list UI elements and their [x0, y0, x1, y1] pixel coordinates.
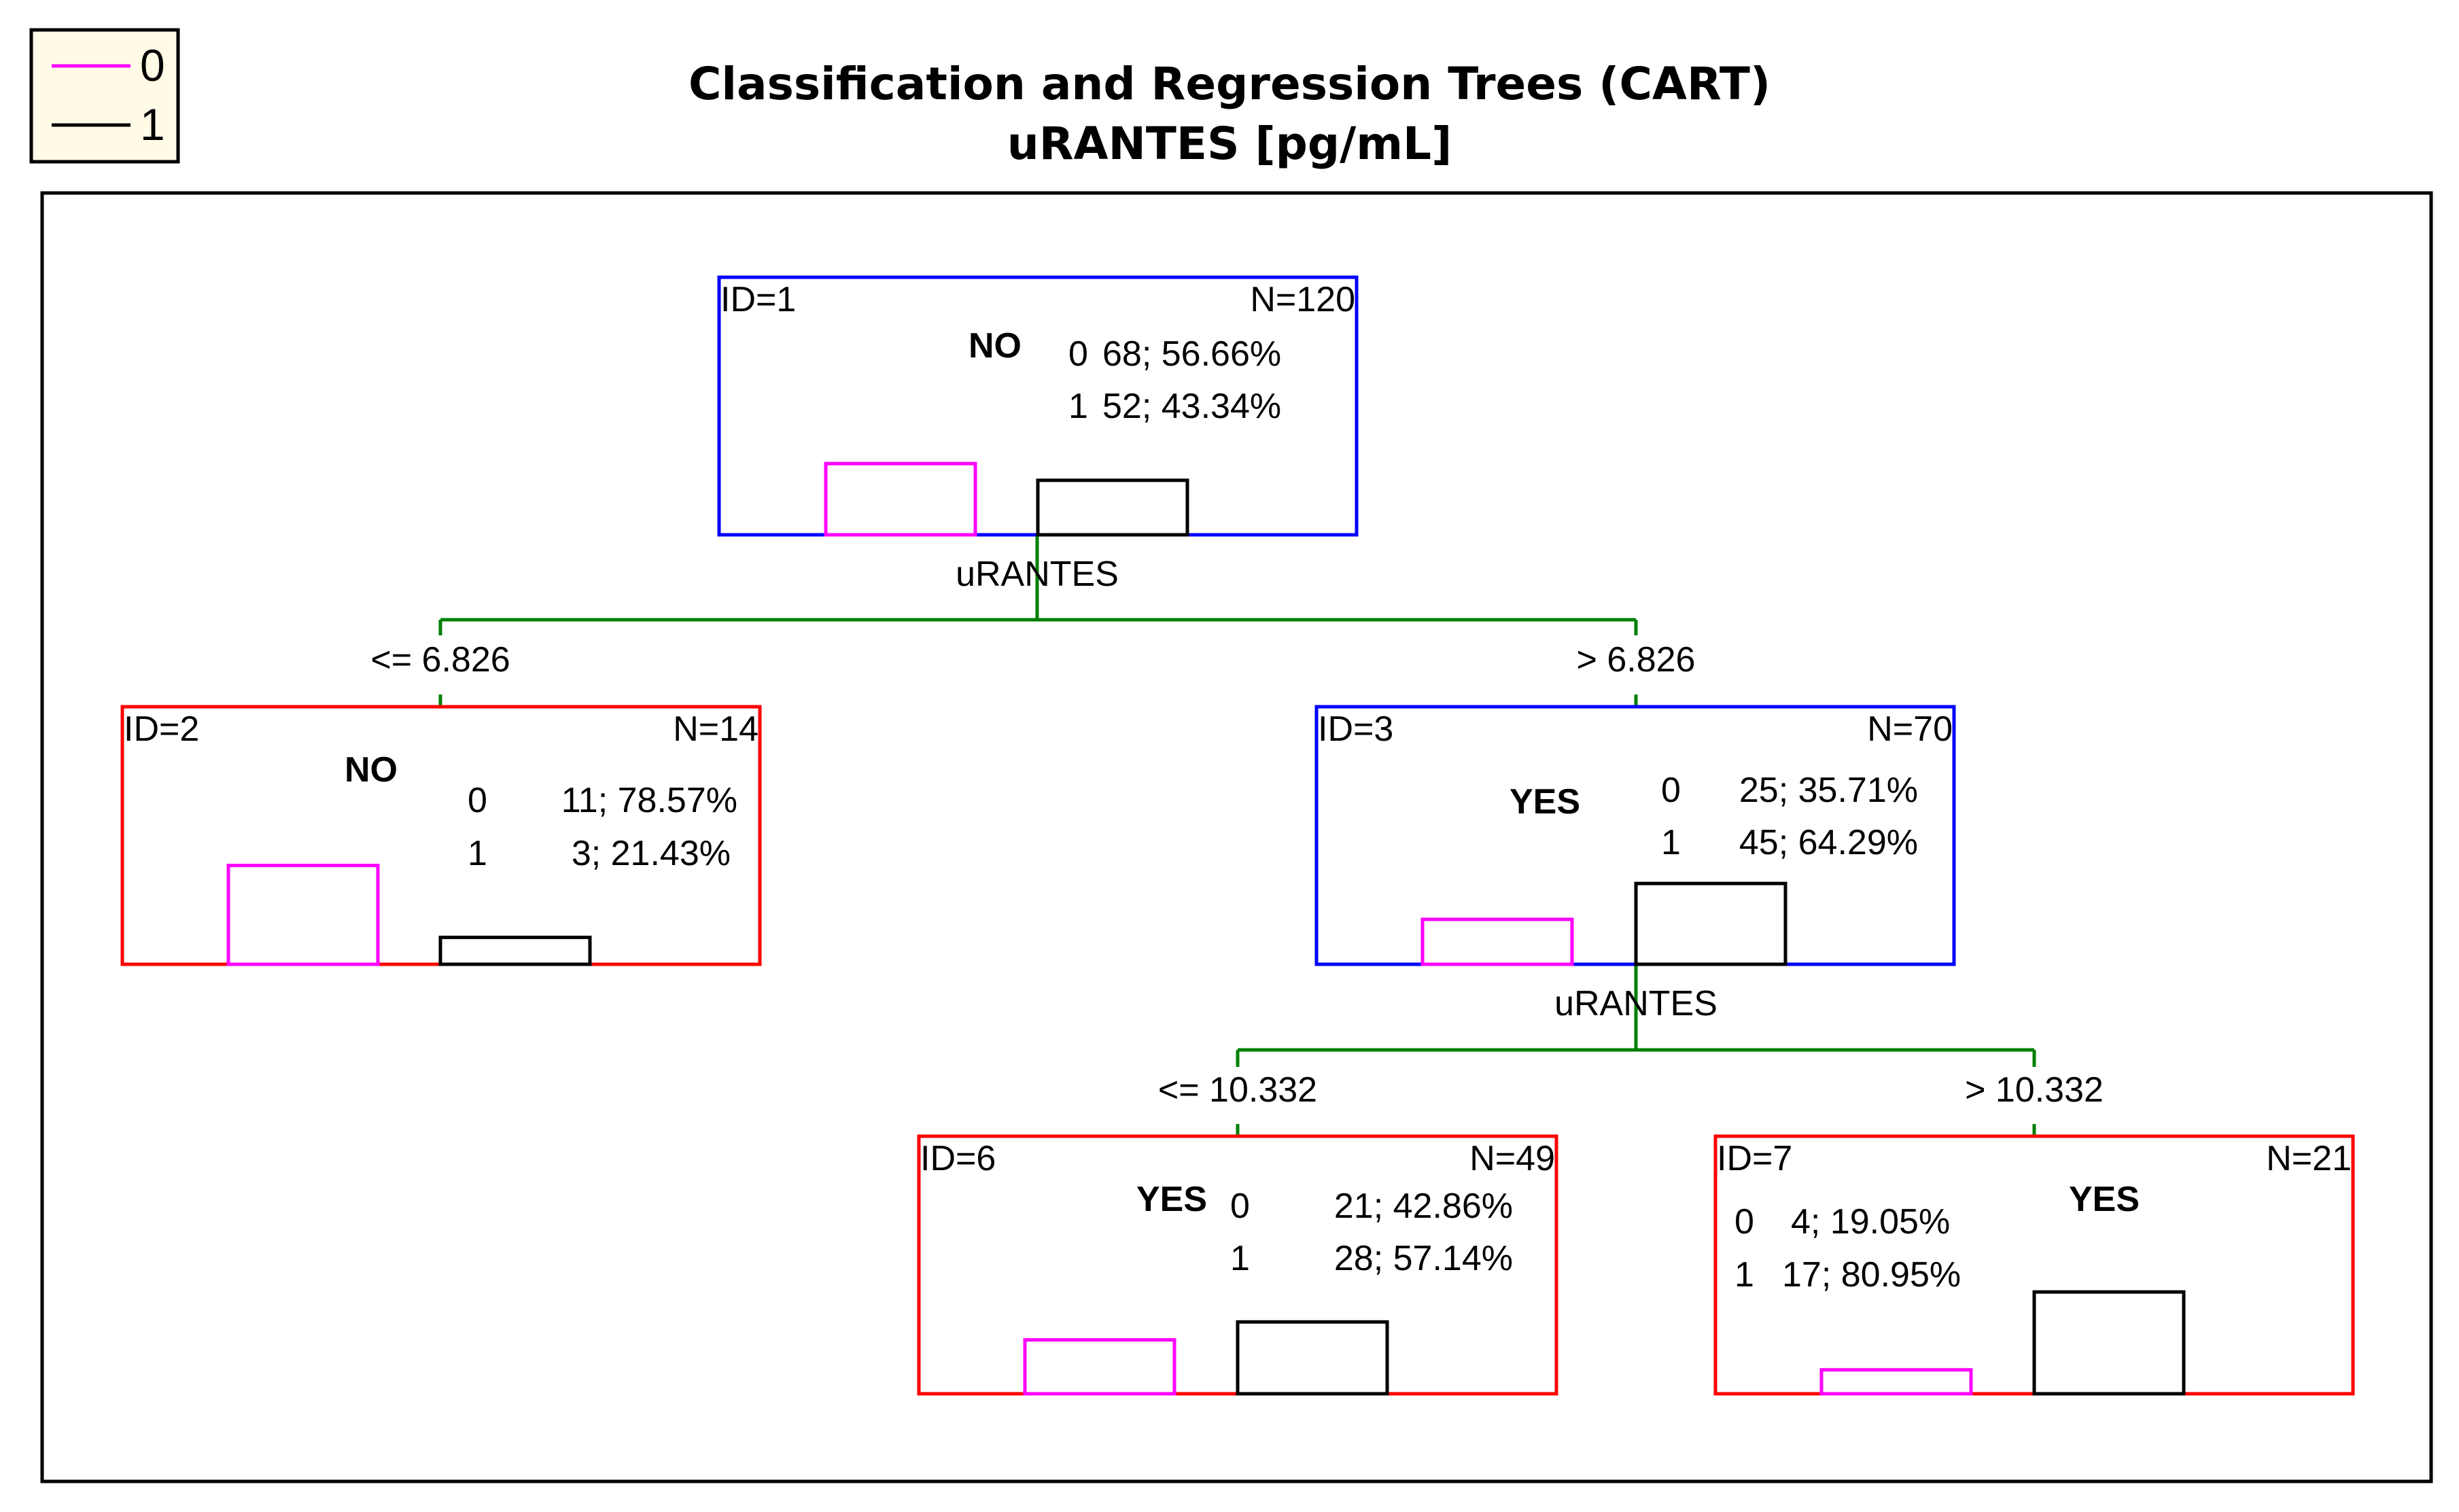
node-7-bar-class-0	[1819, 1368, 1973, 1396]
node-1-row-0-value: 68; 56.66%	[1102, 334, 1281, 374]
split-1-variable: uRANTES	[956, 555, 1119, 594]
node-1-row-1-value: 52; 43.34%	[1102, 387, 1281, 426]
legend-label-1: 1	[140, 99, 165, 150]
split-3-left-condition: <= 10.332	[1158, 1070, 1317, 1110]
node-1-row-0-class: 0	[1068, 334, 1088, 374]
split-1-right-condition: > 6.826	[1577, 640, 1696, 680]
node-1-id: ID=1	[720, 280, 796, 319]
node-2-bar-class-1	[438, 935, 592, 966]
node-6-verdict: YES	[1136, 1180, 1207, 1219]
node-6-bar-class-0	[1023, 1338, 1176, 1396]
node-3-verdict: YES	[1510, 782, 1580, 822]
legend-label-0: 0	[140, 40, 165, 90]
node-6-count: N=49	[1469, 1139, 1555, 1178]
node-2-row-0-value: 11; 78.57%	[561, 781, 737, 820]
split-1-left-condition: <= 6.826	[370, 640, 510, 680]
node-2-row-1-class: 1	[468, 834, 487, 873]
node-2-id: ID=2	[124, 709, 199, 749]
node-3-count: N=70	[1867, 709, 1953, 749]
node-3-id: ID=3	[1318, 709, 1393, 749]
node-1-verdict: NO	[969, 326, 1022, 366]
node-7-id: ID=7	[1717, 1139, 1792, 1178]
node-6-row-0-value: 21; 42.86%	[1334, 1186, 1513, 1226]
node-6-row-1-value: 28; 57.14%	[1334, 1239, 1513, 1278]
node-6-row-0-class: 0	[1230, 1186, 1250, 1226]
node-1-row-1-class: 1	[1068, 387, 1088, 426]
node-3-bar-class-0	[1420, 917, 1574, 966]
node-6-bar-class-1	[1236, 1320, 1389, 1396]
node-7-verdict: YES	[2069, 1180, 2140, 1219]
node-2-bar-class-0	[226, 864, 380, 966]
node-1: ID=1 N=120 NO 0 68; 56.66% 1 52; 43.34%	[717, 275, 1359, 537]
node-1-count: N=120	[1250, 280, 1355, 319]
node-7-row-0-value: 4; 19.05%	[1791, 1202, 1950, 1242]
node-6: ID=6 N=49 YES 0 21; 42.86% 1 28; 57.14%	[917, 1134, 1558, 1396]
node-7-bar-class-1	[2032, 1290, 2186, 1396]
node-2: ID=2 N=14 NO 0 11; 78.57% 1 3; 21.43%	[120, 705, 762, 966]
node-7-row-0-class: 0	[1734, 1202, 1754, 1242]
node-2-verdict: NO	[345, 750, 398, 790]
plot-frame	[40, 191, 2433, 1483]
node-2-count: N=14	[673, 709, 758, 749]
node-3-bar-class-1	[1634, 881, 1787, 966]
node-3: ID=3 N=70 YES 0 25; 35.71% 1 45; 64.29%	[1314, 705, 1956, 966]
node-7-row-1-class: 1	[1734, 1255, 1754, 1295]
split-3-right-condition: > 10.332	[1965, 1070, 2104, 1110]
node-3-row-1-class: 1	[1661, 823, 1681, 862]
chart-title: Classification and Regression Trees (CAR…	[688, 58, 1771, 110]
node-2-row-0-class: 0	[468, 781, 487, 820]
node-7: ID=7 N=21 YES 0 4; 19.05% 1 17; 80.95%	[1713, 1134, 2355, 1396]
node-3-row-1-value: 45; 64.29%	[1739, 823, 1918, 862]
node-1-bar-class-1	[1036, 478, 1189, 537]
node-3-row-0-value: 25; 35.71%	[1739, 771, 1918, 810]
node-7-count: N=21	[2266, 1139, 2352, 1178]
node-7-row-1-value: 17; 80.95%	[1782, 1255, 1961, 1295]
chart-subtitle: uRANTES [pg/mL]	[1007, 118, 1452, 170]
legend: 0 1	[29, 28, 180, 164]
node-2-row-1-value: 3; 21.43%	[572, 834, 731, 873]
node-3-row-0-class: 0	[1661, 771, 1681, 810]
node-6-id: ID=6	[920, 1139, 996, 1178]
connectors	[438, 535, 2036, 1136]
node-1-bar-class-0	[824, 461, 977, 537]
node-6-row-1-class: 1	[1230, 1239, 1250, 1278]
legend-box	[29, 28, 180, 164]
split-3-variable: uRANTES	[1554, 984, 1717, 1023]
